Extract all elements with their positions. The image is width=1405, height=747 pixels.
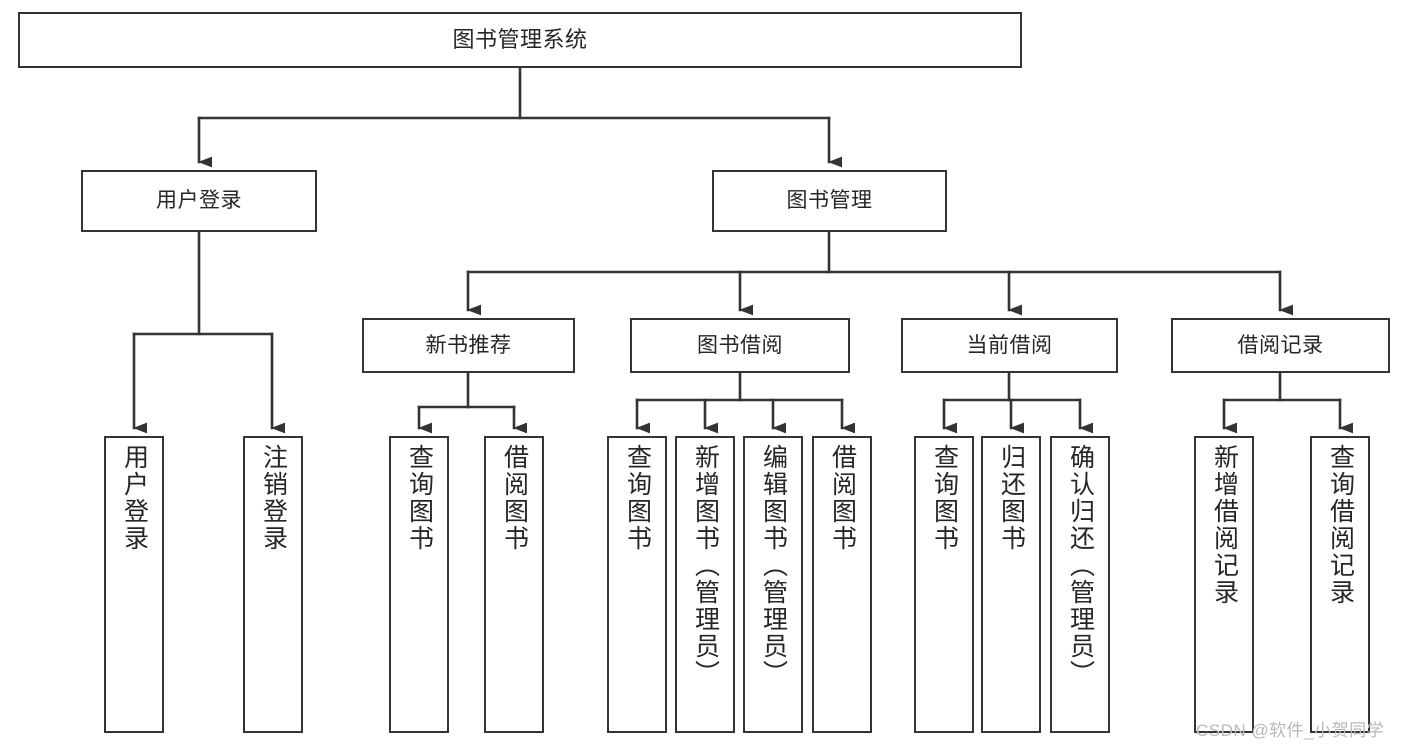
leaf-user-login[interactable]: 用户登录 — [104, 436, 164, 733]
leaf-query-borrow-record-label: 查询借阅记录 — [1326, 444, 1355, 606]
leaf-query-book-1[interactable]: 查询图书 — [389, 436, 449, 733]
node-borrow-record-label: 借阅记录 — [1237, 333, 1324, 357]
leaf-query-book-3-label: 查询图书 — [930, 444, 959, 552]
leaf-confirm-return-admin-label: 确认归还（管理员） — [1066, 444, 1095, 687]
node-current-borrow[interactable]: 当前借阅 — [901, 318, 1118, 373]
node-new-book-recommend-label: 新书推荐 — [425, 333, 512, 357]
node-root-label: 图书管理系统 — [452, 26, 588, 52]
leaf-return-book[interactable]: 归还图书 — [981, 436, 1041, 733]
leaf-query-book-3[interactable]: 查询图书 — [914, 436, 974, 733]
node-user-login-label: 用户登录 — [156, 189, 242, 213]
leaf-query-book-2[interactable]: 查询图书 — [607, 436, 667, 733]
leaf-return-book-label: 归还图书 — [997, 444, 1026, 552]
leaf-add-borrow-record[interactable]: 新增借阅记录 — [1194, 436, 1254, 733]
leaf-borrow-book-1-label: 借阅图书 — [500, 444, 529, 552]
leaf-user-login-label: 用户登录 — [120, 444, 149, 552]
leaf-edit-book-admin[interactable]: 编辑图书（管理员） — [743, 436, 803, 733]
leaf-query-book-2-label: 查询图书 — [623, 444, 652, 552]
leaf-logout-login[interactable]: 注销登录 — [243, 436, 303, 733]
node-user-login[interactable]: 用户登录 — [81, 170, 317, 232]
node-root[interactable]: 图书管理系统 — [18, 12, 1022, 68]
leaf-add-book-admin-label: 新增图书（管理员） — [691, 444, 720, 687]
node-book-borrow[interactable]: 图书借阅 — [630, 318, 850, 373]
node-book-manage[interactable]: 图书管理 — [712, 170, 947, 232]
leaf-borrow-book-2[interactable]: 借阅图书 — [812, 436, 872, 733]
leaf-query-book-1-label: 查询图书 — [405, 444, 434, 552]
node-new-book-recommend[interactable]: 新书推荐 — [362, 318, 575, 373]
leaf-logout-login-label: 注销登录 — [259, 444, 288, 552]
node-book-borrow-label: 图书借阅 — [697, 333, 783, 357]
leaf-borrow-book-1[interactable]: 借阅图书 — [484, 436, 544, 733]
node-book-manage-label: 图书管理 — [786, 189, 873, 213]
leaf-add-book-admin[interactable]: 新增图书（管理员） — [675, 436, 735, 733]
leaf-query-borrow-record[interactable]: 查询借阅记录 — [1310, 436, 1370, 733]
leaf-edit-book-admin-label: 编辑图书（管理员） — [759, 444, 788, 687]
leaf-borrow-book-2-label: 借阅图书 — [828, 444, 857, 552]
leaf-confirm-return-admin[interactable]: 确认归还（管理员） — [1050, 436, 1110, 733]
node-borrow-record[interactable]: 借阅记录 — [1171, 318, 1390, 373]
watermark: CSDN @软件_小贺同学 — [1196, 721, 1385, 740]
node-current-borrow-label: 当前借阅 — [966, 333, 1053, 357]
leaf-add-borrow-record-label: 新增借阅记录 — [1210, 444, 1239, 606]
